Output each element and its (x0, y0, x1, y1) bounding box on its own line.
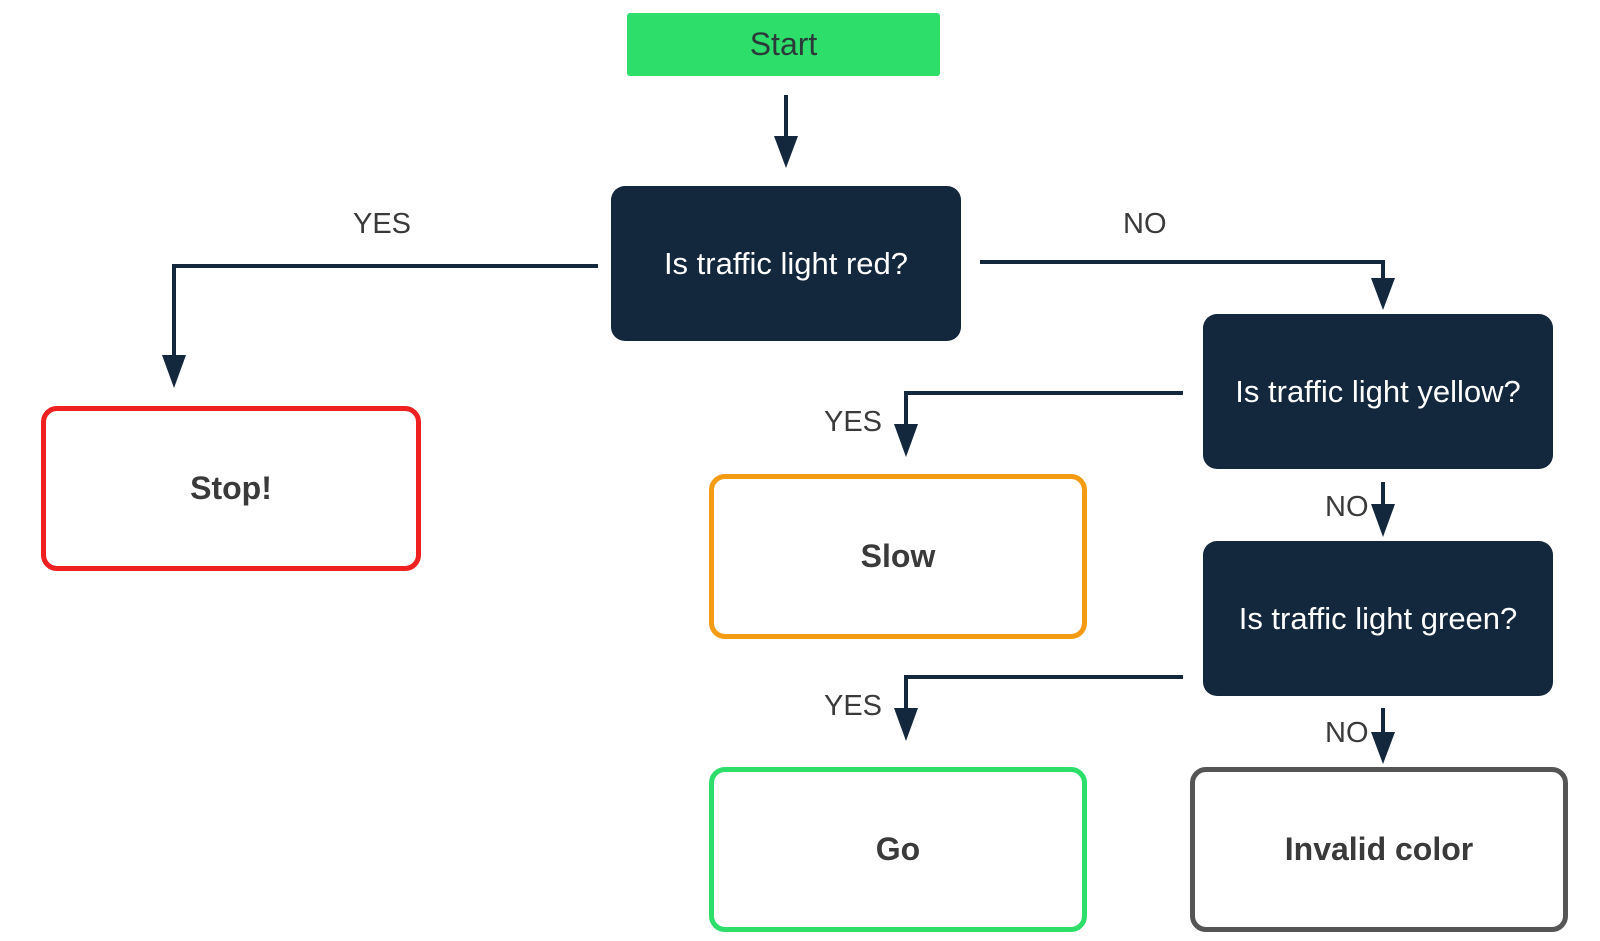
arrowhead-green-yes (894, 708, 918, 741)
result-slow: Slow (709, 474, 1087, 639)
result-go: Go (709, 767, 1087, 932)
connector-green-yes (904, 675, 1183, 712)
arrowhead-green-no (1371, 732, 1395, 764)
decision-yellow-label: Is traffic light yellow? (1235, 373, 1521, 409)
arrowhead-start-to-red (774, 136, 798, 168)
result-stop: Stop! (41, 406, 421, 571)
arrowhead-red-no (1371, 278, 1395, 310)
result-go-label: Go (875, 831, 921, 867)
arrowhead-yellow-no (1371, 504, 1395, 537)
result-slow-label: Slow (860, 538, 936, 574)
arrowhead-yellow-yes (894, 424, 918, 457)
start-label: Start (749, 26, 818, 62)
start-node: Start (627, 13, 940, 76)
decision-green-label: Is traffic light green? (1238, 600, 1518, 636)
edge-label-green-no: NO (1325, 717, 1369, 749)
connector-red-yes (172, 264, 598, 360)
connector-yellow-yes (904, 391, 1183, 428)
decision-green: Is traffic light green? (1203, 541, 1553, 696)
result-invalid: Invalid color (1190, 767, 1568, 932)
edge-label-red-no: NO (1123, 208, 1167, 240)
result-invalid-label: Invalid color (1284, 831, 1474, 867)
decision-yellow: Is traffic light yellow? (1203, 314, 1553, 469)
connector-red-no (980, 260, 1385, 284)
decision-red: Is traffic light red? (611, 186, 961, 341)
decision-red-label: Is traffic light red? (663, 245, 909, 281)
result-stop-label: Stop! (190, 470, 272, 506)
edge-label-yellow-yes: YES (824, 406, 883, 438)
arrowhead-red-yes (162, 355, 186, 388)
edge-label-green-yes: YES (824, 690, 883, 722)
edge-label-red-yes: YES (353, 208, 412, 240)
edge-label-yellow-no: NO (1325, 491, 1369, 523)
